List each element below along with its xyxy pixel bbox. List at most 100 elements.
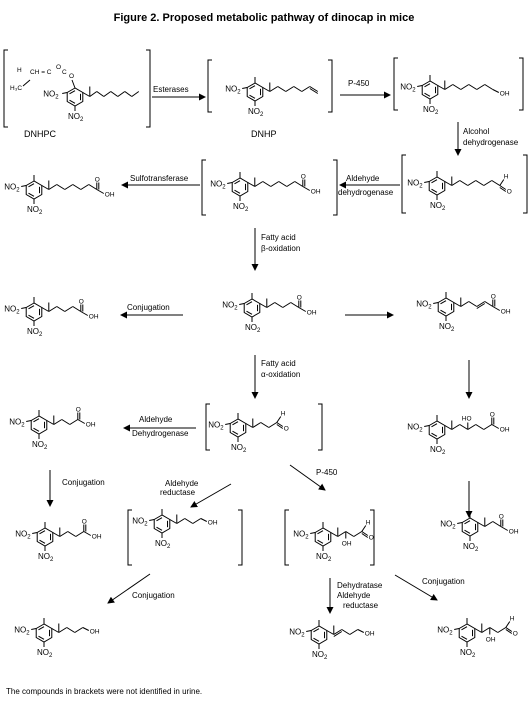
chain-bond	[262, 87, 271, 92]
nitro-bond	[26, 420, 32, 422]
carboxyl-bond	[491, 424, 500, 429]
chain-bond	[184, 518, 194, 524]
arrow-conjugation-2: Conjugation	[46, 470, 105, 507]
carboxyl-bond	[298, 307, 307, 312]
chain-bond	[51, 628, 60, 633]
arrow-label: reductase	[343, 601, 379, 610]
arrow-label: P-450	[348, 79, 370, 88]
aldehyde-bond	[499, 185, 507, 190]
oxygen-label: O	[79, 299, 84, 306]
compound-name-dnhp: DNHP	[251, 129, 277, 139]
chain-bond	[254, 181, 264, 187]
chain-bond	[268, 422, 278, 428]
nitro-bond	[454, 628, 460, 630]
chain-bond	[460, 301, 470, 307]
chain-bond	[301, 86, 311, 92]
oxygen-label: O	[499, 514, 504, 521]
aromatic-double-bond	[464, 529, 471, 534]
chain-bond	[88, 184, 98, 190]
arrow-label: Dehydratase	[337, 581, 383, 590]
hydroxyl-label: OH	[90, 629, 100, 636]
nitro-group-label: NO2	[132, 517, 148, 528]
hydroxyl-label: OH	[86, 422, 96, 429]
double-bond	[333, 631, 343, 637]
chain-bond	[489, 627, 499, 633]
chain-bond	[110, 91, 119, 97]
aromatic-double-bond	[461, 626, 468, 631]
chain-bond	[22, 79, 31, 87]
chain-bond	[286, 181, 296, 187]
nitro-group-label: NO2	[43, 90, 59, 101]
hydrogen-label: H	[366, 520, 371, 527]
nitro-bond	[457, 522, 463, 524]
nitro-group-label: NO2	[312, 650, 328, 661]
chain-bond	[260, 422, 270, 428]
aromatic-double-bond	[232, 421, 239, 426]
aromatic-double-bond	[38, 635, 45, 640]
chain-bond	[72, 306, 82, 312]
nitro-group-label: NO2	[463, 542, 479, 553]
nitro-bond	[424, 181, 430, 183]
chain-bond	[48, 184, 58, 190]
right-bracket	[146, 49, 151, 128]
aromatic-double-bond	[424, 92, 431, 97]
hydroxyl-label: OH	[500, 427, 510, 434]
nitro-group-label: NO2	[4, 183, 20, 194]
chain-bond	[277, 86, 287, 92]
aromatic-double-bond	[234, 189, 241, 194]
chain-bond	[467, 180, 477, 186]
chain-bond	[274, 302, 284, 308]
aromatic-double-bond	[28, 305, 35, 310]
aromatic-double-bond	[424, 83, 431, 88]
chain-bond	[41, 307, 50, 312]
nitro-bond	[227, 182, 233, 184]
arrow-p450-b: P-450	[289, 464, 338, 491]
oxygen-label: O	[82, 519, 87, 526]
left-bracket	[393, 57, 398, 111]
chain-bond	[169, 519, 178, 524]
chain-bond	[56, 306, 66, 312]
aromatic-double-bond	[249, 85, 256, 90]
left-bracket	[207, 59, 212, 113]
carbon-label: C	[62, 69, 67, 76]
chain-bond	[124, 91, 133, 97]
nitro-group-label: NO2	[225, 85, 241, 96]
chain-bond	[75, 531, 85, 537]
carboxyl-bond	[77, 419, 86, 424]
chain-bond	[282, 302, 292, 308]
nitro-group-label: NO2	[416, 300, 432, 311]
nitro-bond	[306, 630, 312, 632]
chain-bond	[444, 181, 453, 186]
nitro-group-label: NO2	[68, 112, 84, 123]
arrow-label: Conjugation	[62, 478, 105, 487]
left-bracket	[201, 159, 206, 216]
aromatic-double-bond	[249, 94, 256, 99]
nitro-group-label: NO2	[407, 423, 423, 434]
chain-bond	[293, 86, 303, 92]
hydroxyl-label: OH	[311, 189, 321, 196]
oxygen-label: O	[507, 189, 512, 196]
arrow-label: Conjugation	[422, 577, 465, 586]
right-bracket	[318, 403, 323, 451]
nitro-group-label: NO2	[231, 443, 247, 454]
carboxyl-bond	[80, 311, 89, 316]
chain-bond	[53, 419, 63, 425]
hydroxyl-label: OH	[486, 637, 496, 644]
chain-bond	[131, 91, 140, 97]
nitro-bond	[225, 423, 231, 425]
chain-bond	[437, 85, 446, 90]
oxygen-label: O	[56, 64, 61, 71]
chain-bond	[117, 91, 126, 97]
arrow-line	[394, 574, 438, 601]
crotonate-label: CH = C	[30, 69, 52, 76]
left-bracket	[127, 509, 132, 566]
oxygen-label: O	[490, 412, 495, 419]
chain-bond	[64, 306, 74, 312]
